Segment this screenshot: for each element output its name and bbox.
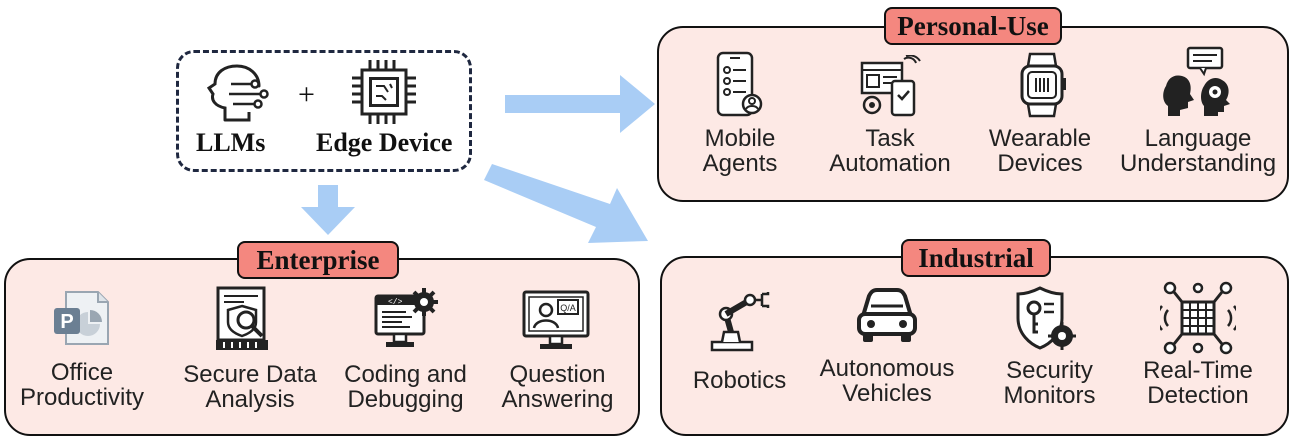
code-monitor-icon: </> (374, 288, 438, 347)
enterprise-panel (4, 258, 640, 436)
industrial-title: Industrial (901, 239, 1051, 277)
task-automation-icon (860, 55, 921, 117)
speech-heads-icon (1163, 46, 1230, 116)
robot-arm-icon (710, 292, 770, 352)
personal-use-title: Personal-Use (884, 7, 1062, 45)
chip-icon (352, 60, 416, 124)
powerpoint-icon: P (54, 291, 109, 345)
llms-label: LLMs (196, 128, 266, 157)
robotics-label: Robotics (692, 367, 787, 394)
svg-text:P: P (60, 311, 73, 333)
edge-device-label: Edge Device (316, 128, 453, 157)
svg-text:</>: </> (388, 298, 403, 307)
svg-text:Q/A: Q/A (560, 303, 576, 313)
plus-sign: + (298, 78, 315, 111)
detection-chip-icon (1160, 281, 1236, 355)
arrow-to-enterprise (301, 185, 355, 235)
arrow-to-personal-use (505, 75, 655, 133)
shield-key-icon (1016, 286, 1076, 350)
arrow-to-industrial (484, 164, 648, 243)
llm-edge-source-box (176, 50, 472, 172)
mobile-chat-icon (716, 51, 763, 117)
qa-monitor-icon: Q/A (522, 290, 590, 349)
enterprise-title: Enterprise (237, 241, 399, 279)
ai-head-icon (206, 64, 269, 122)
car-icon (857, 288, 917, 342)
smartwatch-icon (1020, 52, 1066, 118)
secure-analysis-icon (216, 286, 268, 350)
